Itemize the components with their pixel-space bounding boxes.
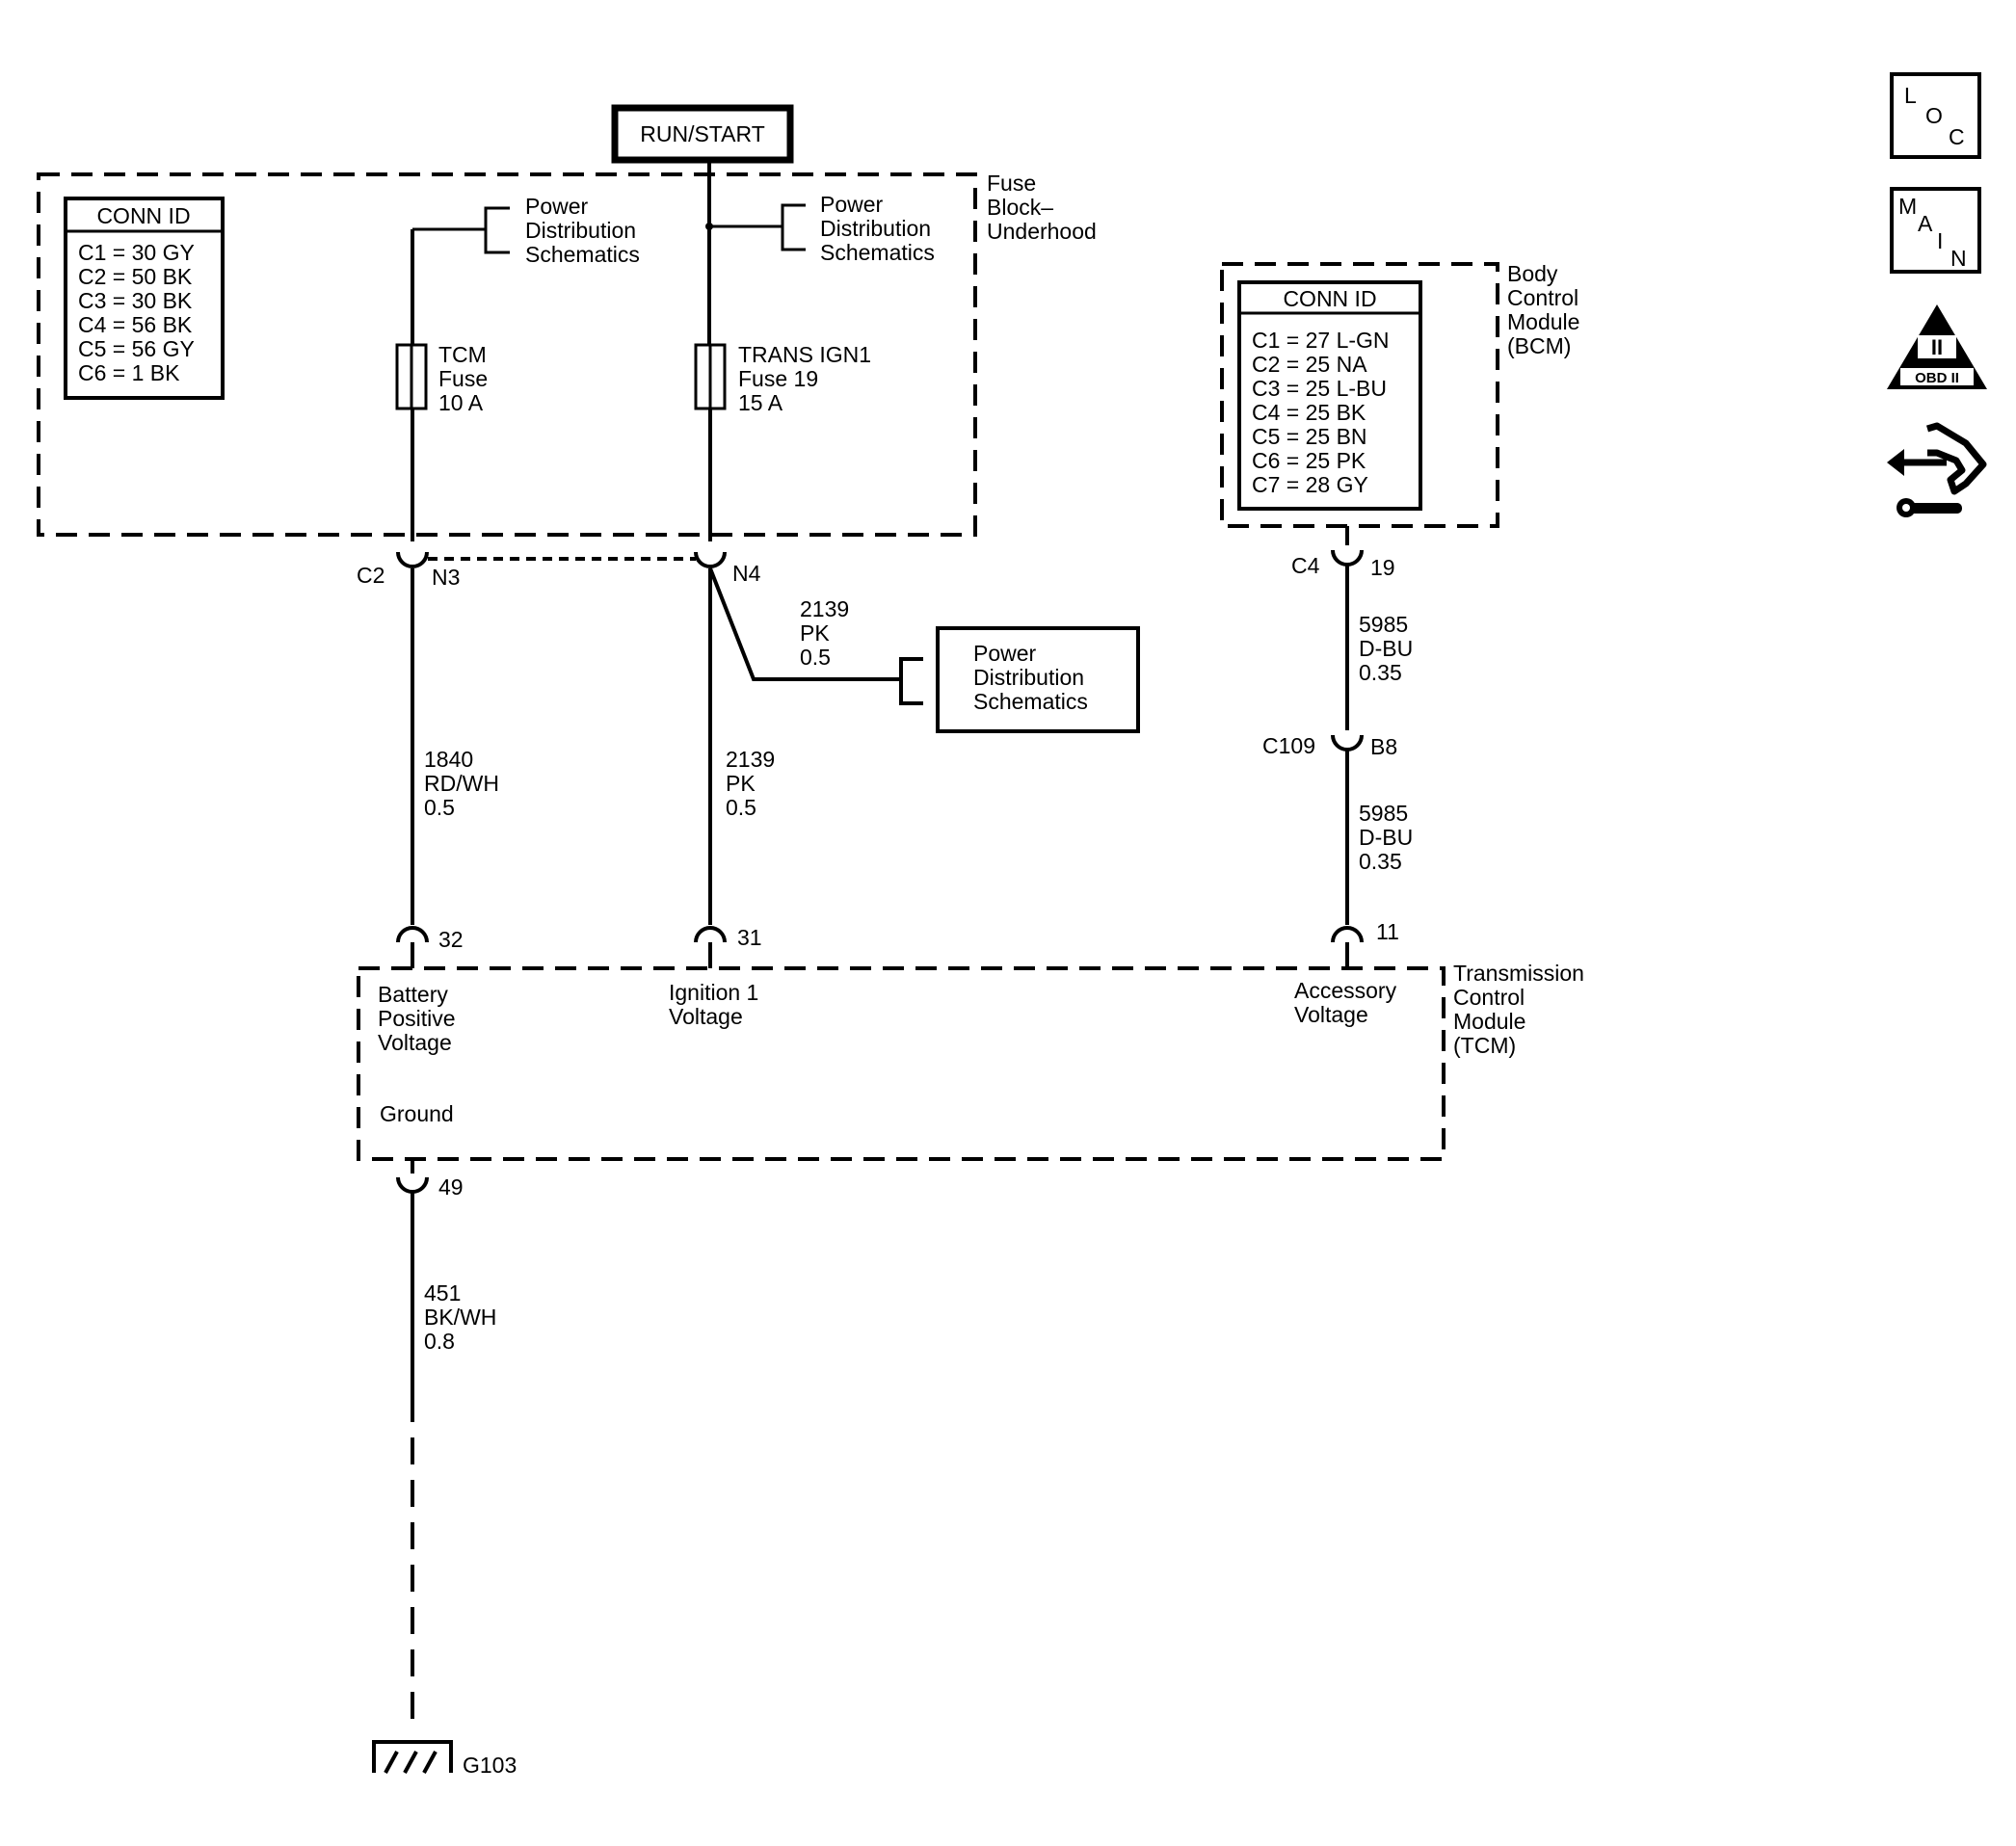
svg-text:C3 = 25 L-BU: C3 = 25 L-BU <box>1252 376 1387 401</box>
svg-text:C4: C4 <box>1291 553 1320 578</box>
svg-text:Power Distribution: Power Distribution Schematics <box>820 192 937 265</box>
power-distribution-ref-left[interactable]: Power Distribution Schematics <box>412 194 642 267</box>
svg-text:C6 = 25 PK: C6 = 25 PK <box>1252 448 1366 473</box>
wire-451-label: 451 BK/WH 0.8 <box>424 1280 503 1354</box>
svg-text:C4 = 56 BK: C4 = 56 BK <box>78 312 193 337</box>
svg-text:19: 19 <box>1370 555 1395 580</box>
svg-text:C4 = 25 BK: C4 = 25 BK <box>1252 400 1366 425</box>
tcm-label: Transmission Control Module (TCM) <box>1453 961 1590 1058</box>
run-start-box: RUN/START <box>611 104 794 164</box>
svg-text:O: O <box>1925 103 1943 128</box>
svg-text:C1 = 27 L-GN: C1 = 27 L-GN <box>1252 328 1390 353</box>
tcm-ground-label: Ground <box>380 1101 454 1126</box>
bcm-label: Body Control Module (BCM) <box>1507 261 1586 358</box>
tcm-battery-voltage-label: Battery Positive Voltage <box>378 982 462 1055</box>
obd-ii-icon[interactable]: II OBD II <box>1887 304 1987 389</box>
svg-text:TRANS IGN1 Fuse 19: TRANS IGN1 Fuse 19 15 A <box>738 342 877 415</box>
svg-text:I: I <box>1937 228 1943 253</box>
svg-text:31: 31 <box>737 925 762 950</box>
svg-text:CONN ID: CONN ID <box>1283 286 1376 311</box>
wire-5985-bot-label: 5985 D-BU 0.35 <box>1359 801 1419 874</box>
svg-text:32: 32 <box>438 927 464 952</box>
service-hand-icon[interactable] <box>1887 422 1987 517</box>
svg-text:C5 = 25 BN: C5 = 25 BN <box>1252 424 1367 449</box>
svg-text:Power Distribution: Power Distribution Schematics <box>973 641 1090 714</box>
svg-text:L: L <box>1904 83 1917 108</box>
svg-text:11: 11 <box>1376 919 1399 944</box>
svg-text:C3 = 30 BK: C3 = 30 BK <box>78 288 193 313</box>
svg-text:N: N <box>1950 246 1967 271</box>
fuse-block-conn-id-table: CONN ID C1 = 30 GY C2 = 50 BK C3 = 30 BK… <box>64 197 225 400</box>
ground-g103: G103 <box>372 1740 517 1778</box>
svg-text:B8: B8 <box>1370 734 1397 759</box>
svg-text:C1 = 30 GY: C1 = 30 GY <box>78 240 195 265</box>
svg-text:Power Distribution: Power Distribution Schematics <box>525 194 642 267</box>
tcm-ignition-voltage-label: Ignition 1 Voltage <box>669 980 765 1029</box>
fuse-block-outline <box>37 172 977 537</box>
tcm-pin-49: 49 <box>396 1159 464 1200</box>
svg-text:OBD II: OBD II <box>1915 370 1959 386</box>
wire-1840-label: 1840 RD/WH 0.5 <box>424 747 505 820</box>
svg-text:M: M <box>1898 194 1917 219</box>
svg-text:A: A <box>1918 211 1933 236</box>
wire-2139-branch-label: 2139 PK 0.5 <box>800 596 856 670</box>
run-start-label: RUN/START <box>640 121 765 146</box>
tcm-outline <box>357 966 1446 1161</box>
svg-text:C7 = 28 GY: C7 = 28 GY <box>1252 472 1368 497</box>
svg-text:C2 = 50 BK: C2 = 50 BK <box>78 264 193 289</box>
svg-text:C109: C109 <box>1262 733 1315 758</box>
main-icon[interactable]: M A I N <box>1890 187 1981 274</box>
power-distribution-box[interactable]: Power Distribution Schematics <box>899 626 1140 733</box>
bcm-conn-id-table: CONN ID C1 = 27 L-GN C2 = 25 NA C3 = 25 … <box>1237 280 1422 511</box>
svg-text:N3: N3 <box>432 565 460 590</box>
svg-text:C: C <box>1949 124 1965 149</box>
tcm-pin-11: 11 <box>1331 919 1399 968</box>
trans-ign1-fuse: TRANS IGN1 Fuse 19 15 A <box>694 342 877 415</box>
connector-c2-n4: N4 <box>694 551 761 586</box>
svg-text:C2: C2 <box>357 563 385 588</box>
svg-text:TCM Fuse 10 A: TCM Fuse 10 A <box>438 342 494 415</box>
wire-2139-label: 2139 PK 0.5 <box>726 747 782 820</box>
connector-c109: C109 B8 <box>1262 733 1397 759</box>
connector-c4: C4 19 <box>1291 549 1395 580</box>
tcm-accessory-voltage-label: Accessory Voltage <box>1294 978 1402 1027</box>
wire-2139-branch <box>708 567 901 681</box>
svg-text:49: 49 <box>438 1174 464 1200</box>
fuse-block-label: Fuse Block– Underhood <box>987 171 1097 244</box>
svg-text:C6 = 1 BK: C6 = 1 BK <box>78 360 180 385</box>
power-distribution-ref-mid[interactable]: Power Distribution Schematics <box>709 192 937 265</box>
loc-icon[interactable]: L O C <box>1890 72 1981 159</box>
ground-g103-label: G103 <box>463 1753 517 1778</box>
svg-text:C2 = 25 NA: C2 = 25 NA <box>1252 352 1367 377</box>
tcm-pin-31: 31 <box>694 925 762 968</box>
tcm-fuse: TCM Fuse 10 A <box>395 342 494 415</box>
connector-c2-n3: C2 N3 <box>357 551 460 590</box>
svg-text:N4: N4 <box>732 561 761 586</box>
bcm-outline <box>1220 262 1499 528</box>
wire-5985-top-label: 5985 D-BU 0.35 <box>1359 612 1419 685</box>
svg-text:II: II <box>1931 335 1943 359</box>
tcm-pin-32: 32 <box>396 926 464 968</box>
svg-text:C5 = 56 GY: C5 = 56 GY <box>78 336 195 361</box>
svg-text:CONN ID: CONN ID <box>96 203 190 228</box>
